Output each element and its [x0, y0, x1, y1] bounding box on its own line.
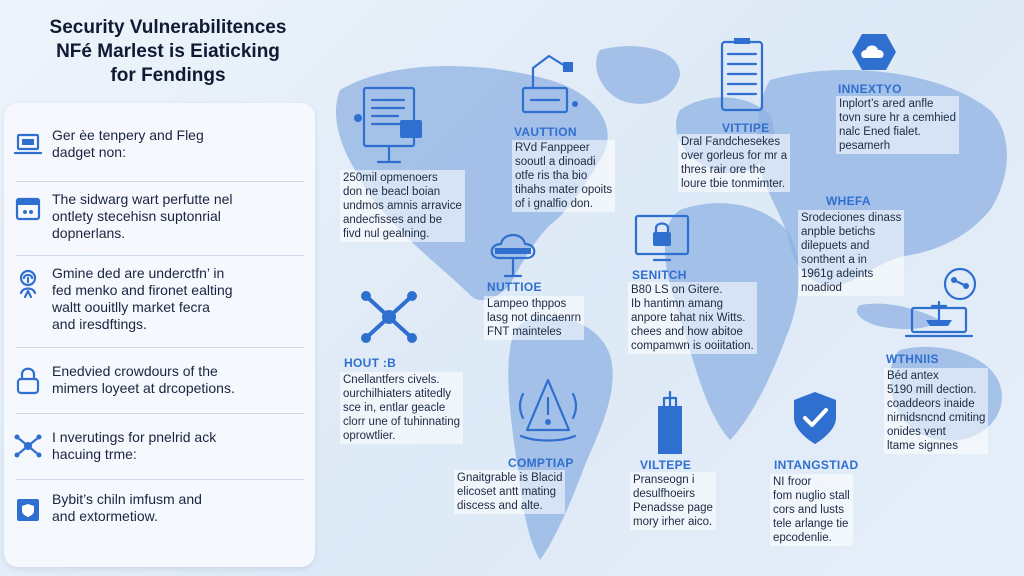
- shield-folder-icon: [17, 499, 39, 521]
- label-houts: HOUT :B: [344, 356, 397, 370]
- callout-senitch: B80 LS on Gitere. Ib hantimn amang anpor…: [628, 282, 757, 354]
- robot-arm-icon: [521, 54, 578, 114]
- title-line-2: NFé Marlest is Eiaticking: [56, 41, 280, 62]
- callout-document: 250mil opmenoers don ne beacl boian undm…: [340, 170, 465, 242]
- label-innextyo: INNEXTYO: [838, 82, 902, 96]
- callout-withnis: Béd antex 5190 mill dection. coaddeors i…: [884, 368, 989, 454]
- label-infangstiad: INTANGSTIAD: [774, 458, 859, 472]
- map-indonesia: [856, 303, 940, 330]
- server-rack-icon: [720, 38, 764, 112]
- drone-icon: [361, 291, 417, 343]
- callout-whefa: Srodeciones dinass anpble betichs dilepu…: [798, 210, 905, 296]
- padlock-icon: [16, 367, 40, 395]
- network-icon: [14, 434, 42, 458]
- callout-infangstiad: NI froor fom nuglio stall cors and lusts…: [770, 474, 853, 546]
- laptop-icon: [13, 133, 43, 155]
- shield-check-icon: [794, 392, 836, 444]
- fingerprint-icon: [19, 269, 37, 299]
- laptop-ship-icon: [904, 300, 974, 338]
- title-line-3: for Fendings: [110, 65, 226, 86]
- divider: [16, 479, 304, 480]
- callout-viltepe: Pranseogn i desulfhoeirs Penadsse page m…: [630, 472, 716, 530]
- label-nuttioe: NUTTIOE: [487, 280, 542, 294]
- calendar-icon: [15, 197, 41, 221]
- callout-vittipe: Dral Fandchesekes over gorleus for mr a …: [678, 134, 791, 192]
- hexagon-cloud-icon: [852, 34, 896, 70]
- divider: [16, 255, 304, 256]
- title-line-1: Security Vulnerabilitences: [49, 17, 287, 38]
- page-title: Security Vulnerabilitences NFé Marlest i…: [18, 16, 318, 88]
- divider: [16, 181, 304, 182]
- label-viltepe: VILTEPE: [640, 458, 692, 472]
- callout-houts: Cnellantfers civels. ourchilhiaters atit…: [340, 372, 463, 444]
- divider: [16, 347, 304, 348]
- label-whefa: WHEFA: [826, 194, 871, 208]
- divider: [16, 413, 304, 414]
- globe-network-icon: [943, 267, 977, 301]
- document-monitor-icon: [354, 86, 422, 164]
- label-comptiap: COMPTIAP: [508, 456, 574, 470]
- label-senitch: SENITCH: [632, 268, 687, 282]
- callout-nuttioe: Lampeo thppos lasg not dincaenrn FNT mai…: [484, 296, 584, 340]
- callout-vaution: RVd Fanppeer sooutl a dinoadi otfe ris t…: [512, 140, 616, 212]
- callout-comptiap: Gnaitgrable is Blacid elicoset antt mati…: [454, 470, 566, 514]
- label-vaution: VAUTTION: [514, 125, 577, 139]
- monitor-lock-icon: [634, 214, 690, 262]
- map-greenland: [596, 46, 680, 104]
- cloud-upload-icon: [490, 233, 536, 278]
- label-vittipe: VITTIPE: [722, 121, 770, 135]
- tower-icon: [658, 390, 682, 454]
- warning-bell-icon: [518, 378, 578, 442]
- callout-innextyo: Inplort’s ared anfle tovn sure hr a cemh…: [836, 96, 959, 154]
- label-withnis: WTHNIIS: [886, 352, 939, 366]
